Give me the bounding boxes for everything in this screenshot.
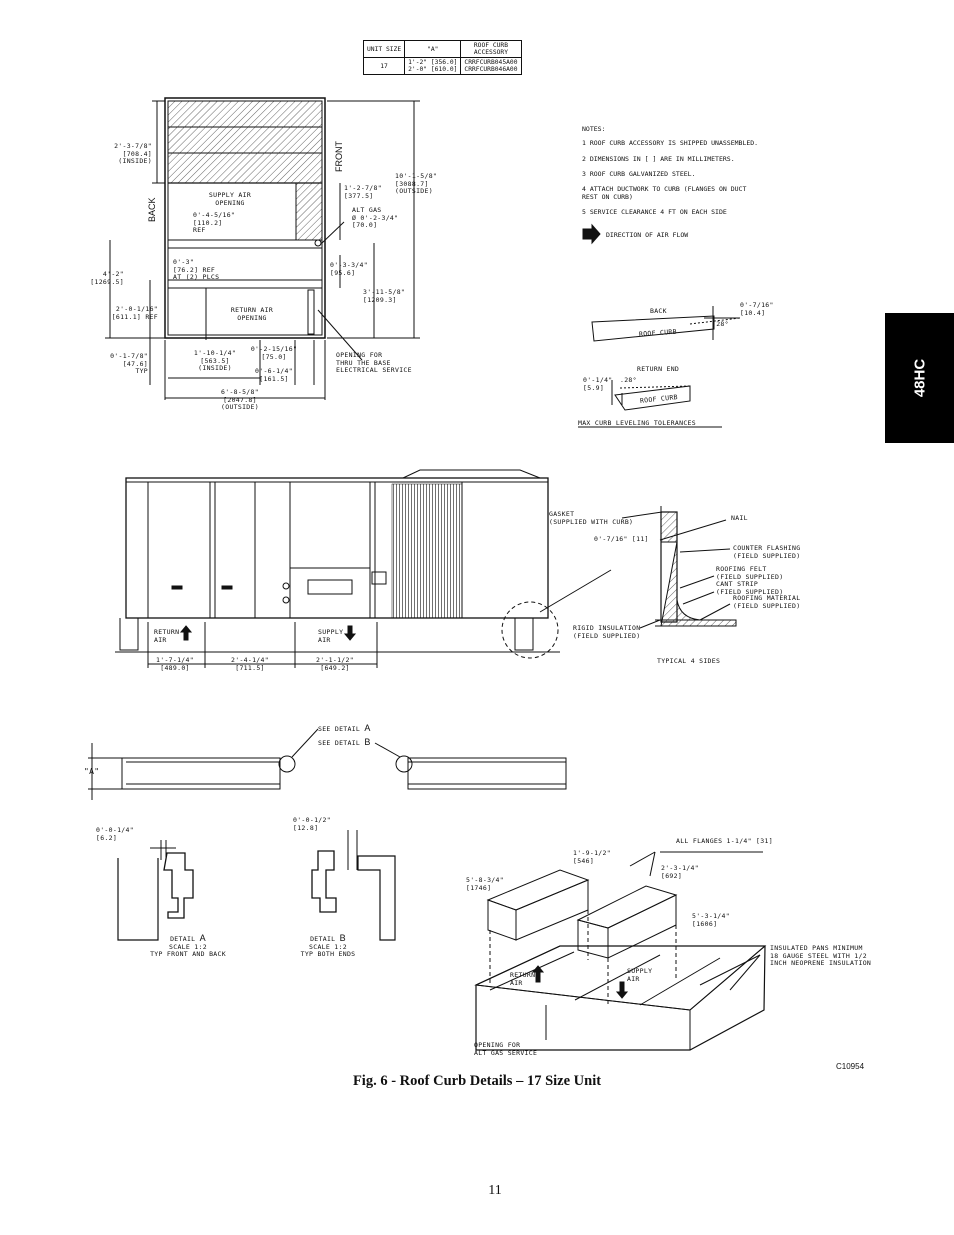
dim-label: 0'-7/16"[10.4] — [740, 301, 774, 317]
dim-label: 0'-4-5/16"[110.2]REF — [193, 211, 236, 234]
dim-label: 0'-1-7/8"[47.6]TYP — [110, 352, 148, 375]
table-cell: CRRFCURB045A00 CRRFCURB046A00 — [460, 57, 522, 75]
curb-elevation — [88, 728, 567, 800]
dim-label: 3'-11-5/8"[1209.3] — [363, 288, 406, 304]
unit-side-elevation — [115, 469, 612, 668]
leveling-tolerance-sketches — [578, 306, 741, 428]
back-label: BACK — [147, 197, 157, 222]
dim-label: 0'-1/4"[5.9] — [583, 376, 613, 392]
notes-title: NOTES: — [582, 125, 606, 133]
dim-label: 6'-8-5/8"[2047.8](OUTSIDE) — [221, 388, 259, 411]
dim-label: 2'-4-1/4"[711.5] — [231, 656, 269, 672]
note-item: 5 SERVICE CLEARANCE 4 FT ON EACH SIDE — [582, 208, 727, 216]
dim-label: 0'-0-1/2"[12.8] — [293, 816, 331, 832]
tol-back-label: BACK — [650, 307, 667, 315]
a-dim-label: "A" — [84, 767, 100, 776]
dim-label: 5'-8-3/4"[1746] — [466, 876, 504, 892]
dim-label: 5'-3-1/4"[1606] — [692, 912, 730, 928]
gasket-label: GASKET(SUPPLIED WITH CURB) — [549, 510, 634, 526]
section-tab: 48HC — [885, 313, 954, 443]
detail-b-drawing — [311, 830, 396, 941]
dim-label: 0'-6-1/4"[161.5] — [255, 367, 293, 383]
note-item: REST ON CURB) — [582, 193, 633, 201]
figure-code: C10954 — [836, 1062, 865, 1071]
iso-curb-drawing — [474, 851, 767, 1051]
note-item: 1 ROOF CURB ACCESSORY IS SHIPPED UNASSEM… — [582, 139, 759, 147]
airflow-arrow-icon — [582, 223, 601, 245]
note-item: 4 ATTACH DUCTWORK TO CURB (FLANGES ON DU… — [582, 185, 747, 193]
roofing-material-label: ROOFING MATERIAL(FIELD SUPPLIED) — [733, 594, 801, 610]
table-header-cell: ROOF CURB ACCESSORY — [460, 40, 522, 58]
dim-label: 10'-1-5/8"[3088.7](OUTSIDE) — [395, 172, 438, 195]
table-cell: 1'-2" [356.0] 2'-0" [610.0] — [404, 57, 462, 75]
cant-strip-label: CANT STRIP(FIELD SUPPLIED) — [716, 580, 784, 596]
flanges-label: ALL FLANGES 1-1/4" [31] — [676, 837, 773, 845]
note-item: 2 DIMENSIONS IN [ ] ARE IN MILLIMETERS. — [582, 155, 735, 163]
see-detail-b-label: SEE DETAIL B — [318, 737, 371, 747]
angle-label: .28° — [620, 376, 637, 384]
nail-label: NAIL — [731, 514, 748, 522]
tolerance-title: MAX CURB LEVELING TOLERANCES — [578, 419, 696, 427]
dim-label: 1'-7-1/4"[489.0] — [156, 656, 194, 672]
flashing-detail — [621, 506, 737, 629]
front-label: FRONT — [334, 141, 344, 172]
dim-label: 1'-10-1/4"[563.5](INSIDE) — [193, 349, 237, 372]
dim-label: 1'-9-1/2"[546] — [573, 849, 611, 865]
dim-label: 4'-2"[1269.5] — [90, 270, 124, 286]
dim-label: 0'-0-1/4"[6.2] — [96, 826, 134, 842]
page-number: 11 — [488, 1183, 502, 1198]
dim-label: 2'-1-1/2"[649.2] — [316, 656, 354, 672]
dim-label: 2'-3-1/4"[692] — [661, 864, 699, 880]
table-row: 17 1'-2" [356.0] 2'-0" [610.0] CRRFCURB0… — [362, 57, 522, 75]
counter-flashing-label: COUNTER FLASHING(FIELD SUPPLIED) — [733, 544, 801, 560]
dim-label: 0'-3-3/4"[95.6] — [330, 261, 368, 277]
curb-size-table: UNIT SIZE "A" ROOF CURB ACCESSORY 17 1'-… — [362, 40, 522, 75]
figure-caption: Fig. 6 - Roof Curb Details – 17 Size Uni… — [352, 1073, 602, 1089]
return-end-label: RETURN END — [637, 365, 680, 373]
table-header-row: UNIT SIZE "A" ROOF CURB ACCESSORY — [362, 40, 522, 58]
roofing-felt-label: ROOFING FELT(FIELD SUPPLIED) — [716, 565, 784, 581]
dim-label: 2'-0-1/16"[611.1] REF — [111, 305, 158, 321]
rigid-insulation-label: RIGID INSULATION(FIELD SUPPLIED) — [573, 624, 641, 640]
typical-label: TYPICAL 4 SIDES — [657, 657, 721, 665]
airflow-legend-label: DIRECTION OF AIR FLOW — [606, 231, 689, 239]
dim-label: 0'-2-15/16"[75.0] — [250, 345, 298, 361]
note-item: 3 ROOF CURB GALVANIZED STEEL. — [582, 170, 696, 178]
angle-label: .28° — [712, 320, 729, 328]
curb-top-view — [105, 97, 420, 400]
dim-label: 2'-3-7/8"[708.4](INSIDE) — [114, 142, 152, 165]
see-detail-a-label: SEE DETAIL A — [318, 723, 371, 733]
dim-label: 1'-2-7/8"[377.5] — [344, 184, 382, 200]
dim-label: 0'-7/16" [11] — [594, 535, 649, 543]
detail-a-drawing — [117, 840, 194, 941]
